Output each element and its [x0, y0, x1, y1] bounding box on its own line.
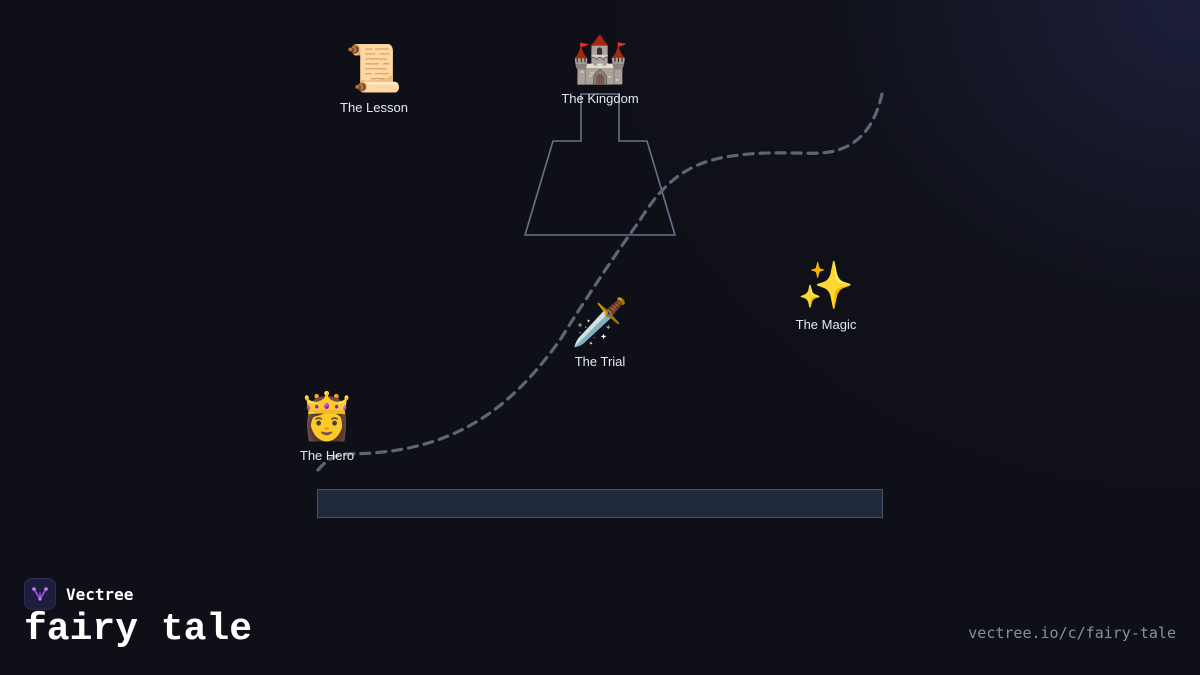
node-the-trial[interactable]: 🗡️ The Trial	[530, 294, 670, 369]
node-the-lesson[interactable]: 📜 The Lesson	[304, 40, 444, 115]
journey-dashed-path	[316, 92, 884, 472]
dagger-icon: 🗡️	[571, 295, 629, 349]
node-label: The Kingdom	[561, 91, 639, 106]
prince-icon: 👸	[298, 389, 356, 443]
node-label: The Trial	[574, 354, 626, 369]
node-the-kingdom[interactable]: 🏰 The Kingdom	[530, 31, 670, 106]
sparkles-icon: ✨	[797, 258, 855, 312]
page-title: fairy tale	[24, 608, 253, 651]
timeline-bar	[317, 489, 883, 518]
kingdom-outline-shape	[523, 93, 677, 236]
vectree-logo-icon	[24, 578, 56, 610]
node-label: The Hero	[299, 448, 355, 463]
scroll-icon: 📜	[345, 41, 403, 95]
brand-name: Vectree	[66, 584, 134, 604]
node-label: The Lesson	[340, 100, 408, 115]
node-label: The Magic	[795, 317, 857, 332]
page-url[interactable]: vectree.io/c/fairy-tale	[968, 624, 1176, 642]
node-the-magic[interactable]: ✨ The Magic	[756, 257, 896, 332]
castle-icon: 🏰	[571, 32, 629, 86]
node-the-hero[interactable]: 👸 The Hero	[257, 388, 397, 463]
brand[interactable]: Vectree	[24, 577, 133, 611]
